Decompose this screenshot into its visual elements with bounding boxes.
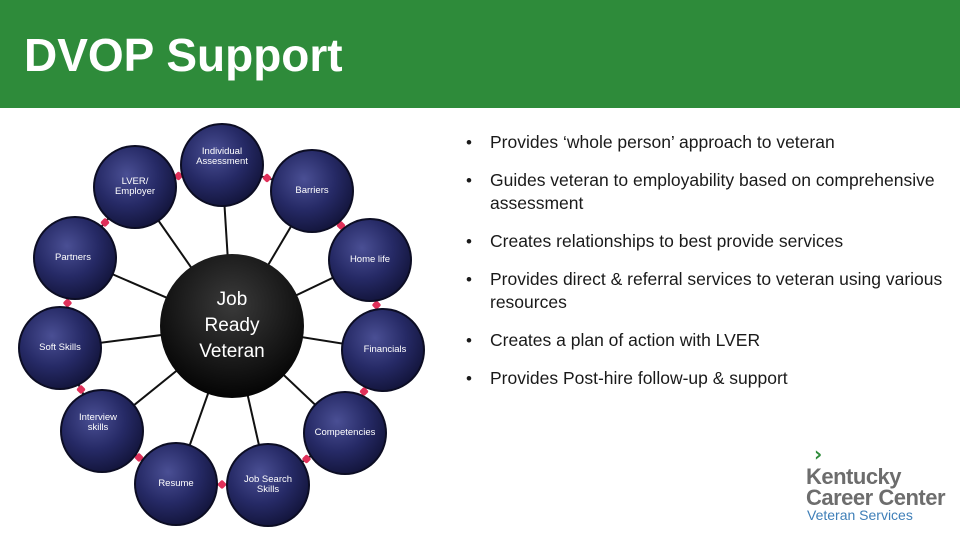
connector-dot [174, 171, 183, 181]
connector-dot [302, 454, 311, 464]
node-label-line: Soft Skills [39, 342, 81, 353]
node-label-line: Assessment [196, 156, 248, 167]
node-label-barriers: Barriers [272, 186, 352, 196]
node-partners [35, 218, 115, 298]
center-label-line: Ready [204, 315, 260, 336]
bullet-item: Guides veteran to employability based on… [462, 169, 952, 215]
connector-dot [217, 480, 227, 489]
node-soft-skills [20, 308, 100, 388]
connector-dot [262, 173, 272, 183]
hub-diagram-graphic [18, 123, 425, 527]
connector-dot [372, 300, 381, 310]
chevron-right-icon: › [814, 442, 823, 466]
node-label-competencies: Competencies [305, 428, 385, 438]
bullet-item: Provides ‘whole person’ approach to vete… [462, 131, 952, 154]
node-competencies [305, 393, 385, 473]
node-barriers [272, 151, 352, 231]
node-label-home-life: Home life [330, 255, 410, 265]
node-interview-skills [62, 391, 142, 471]
bullet-item: Provides Post-hire follow-up & support [462, 367, 952, 390]
center-hub [160, 254, 304, 398]
connector-dot [76, 385, 86, 394]
node-home-life [330, 220, 410, 300]
node-assessment [182, 125, 262, 205]
node-label-soft-skills: Soft Skills [20, 343, 100, 353]
node-label-line: Financials [363, 344, 407, 355]
page-title: DVOP Support [24, 29, 343, 81]
connector-dot [63, 298, 72, 308]
node-label-line: LVER/ [121, 176, 149, 187]
node-label-resume: Resume [136, 479, 216, 489]
connector-dot [359, 387, 369, 396]
bullet-list: Provides ‘whole person’ approach to vete… [462, 131, 952, 405]
center-label-line: Job [216, 289, 248, 310]
node-label-line: Competencies [314, 427, 376, 438]
node-label-financials: Financials [345, 345, 425, 355]
node-lver-employer [95, 147, 175, 227]
logo-subtext: Veteran Services [807, 507, 913, 523]
connector-dot [134, 453, 144, 462]
node-job-search-skills [228, 445, 308, 525]
node-label-partners: Partners [33, 253, 113, 263]
center-label: Job Ready Veteran [172, 287, 292, 365]
bullet-item: Creates relationships to best provide se… [462, 230, 952, 253]
node-label-line: Employer [114, 186, 156, 197]
bullet-item: Creates a plan of action with LVER [462, 329, 952, 352]
bullet-item: Provides direct & referral services to v… [462, 268, 952, 314]
logo-text: Career Center [806, 485, 946, 510]
node-label-line: Resume [158, 478, 194, 489]
node-label-line: skills [87, 422, 109, 433]
node-label-line: Individual [201, 146, 243, 157]
logo-text: Kentucky [806, 464, 902, 489]
connector-dot [100, 218, 110, 227]
node-label-line: Skills [256, 484, 280, 495]
node-label-line: Partners [55, 252, 91, 263]
node-label-line: Job Search [243, 474, 293, 485]
node-label-line: Home life [349, 254, 391, 265]
connector-dot [336, 221, 346, 230]
center-label-line: Veteran [199, 341, 265, 362]
node-label-line: Barriers [295, 185, 329, 196]
node-financials [343, 310, 423, 390]
node-resume [136, 444, 216, 524]
title-bar: DVOP Support [0, 0, 960, 108]
node-label-line: Interview [78, 412, 117, 423]
kentucky-career-center-logo: › Kentucky Career Center Veteran Service… [800, 442, 950, 532]
node-label-lver-employer: LVER/Employer [95, 177, 175, 197]
